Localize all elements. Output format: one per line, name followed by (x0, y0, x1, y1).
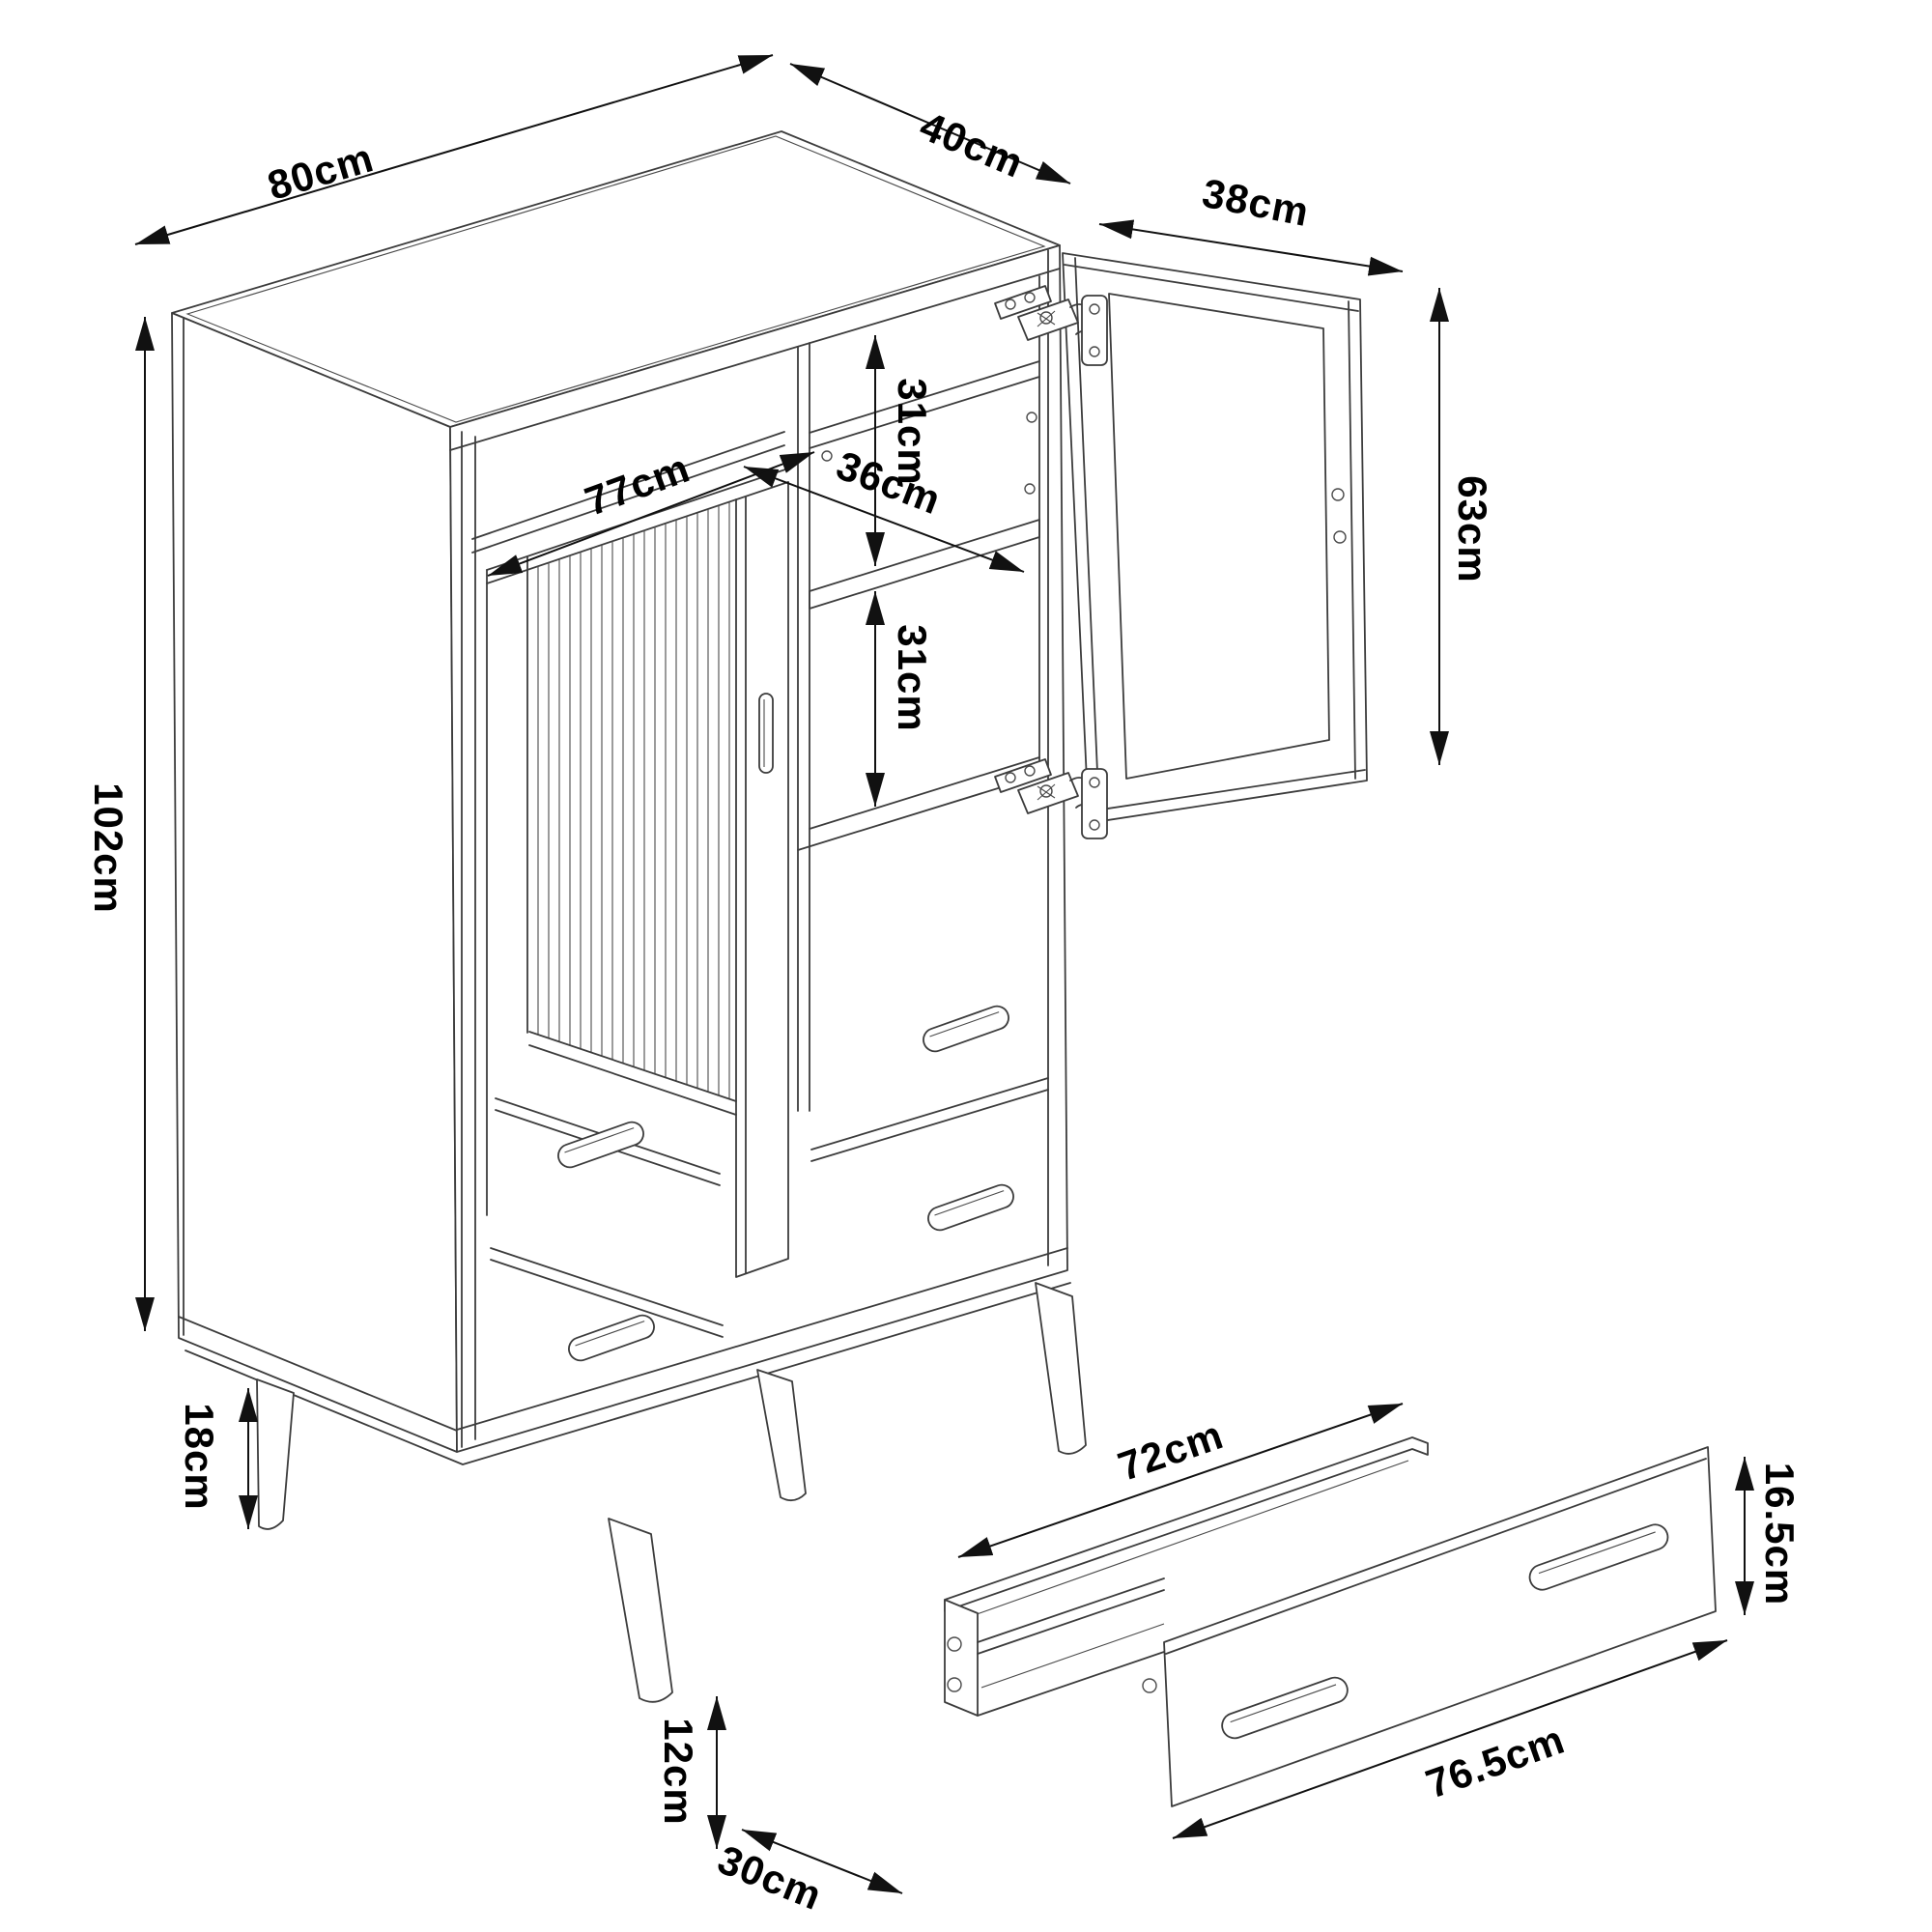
dim-label-cabinet-height: 102cm (86, 782, 131, 914)
drawer-box-detail (944, 1436, 1717, 1807)
dim-label-leg-height: 18cm (177, 1403, 222, 1511)
cabinet-left-side-panel (171, 312, 458, 1453)
dim-line-drawer-depth (741, 1829, 903, 1894)
open-hinged-door[interactable] (1062, 252, 1368, 824)
dim-label-drawer-side-height: 12cm (656, 1718, 701, 1826)
dim-line-drawer-width (957, 1403, 1404, 1558)
dim-line-top-width (134, 54, 774, 245)
cabinet-front-face (449, 244, 1068, 1453)
leg (1035, 1282, 1087, 1455)
dimension-lines (134, 54, 1754, 1894)
leg (756, 1369, 807, 1502)
drawer-handle[interactable] (921, 1003, 1012, 1054)
leg (608, 1518, 673, 1703)
drawer-handle[interactable] (555, 1119, 647, 1170)
drawer-handle[interactable] (566, 1312, 658, 1363)
dim-line-door-width (1098, 219, 1404, 276)
right-column-drawers (810, 1003, 1049, 1233)
dim-line-front-width (1172, 1639, 1728, 1839)
leg (256, 1378, 295, 1530)
dim-line-top-depth (789, 63, 1071, 185)
dim-label-drawer-front-height: 16.5cm (1757, 1462, 1803, 1606)
sliding-door-handle[interactable] (758, 693, 774, 774)
left-column-drawers (490, 1097, 724, 1363)
dim-label-lower-compartment-height: 31cm (890, 624, 935, 732)
drawer-handle[interactable] (925, 1181, 1017, 1233)
drawer-handle[interactable] (1526, 1521, 1671, 1594)
dim-line-sliding-door (487, 451, 815, 577)
dim-label-door-height: 63cm (1450, 475, 1495, 583)
